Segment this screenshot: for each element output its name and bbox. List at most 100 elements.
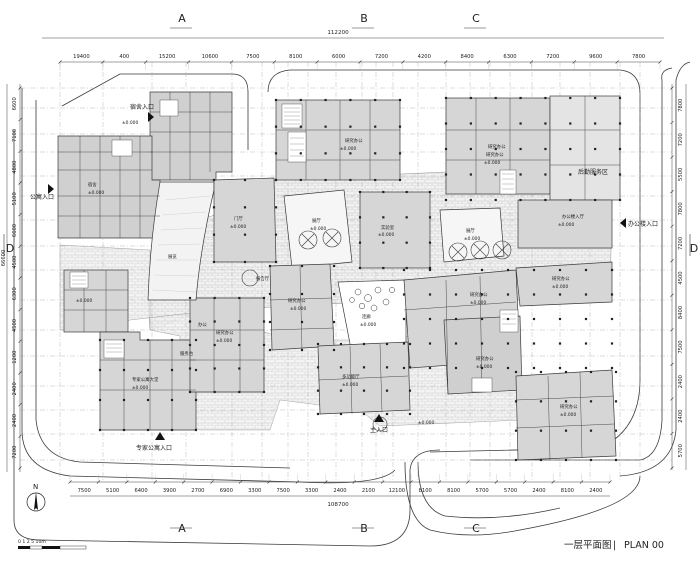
elevation-mark: ±0.000 [132, 385, 148, 391]
room-label: 研究办公 [552, 275, 570, 282]
elevation-mark: ±0.000 [76, 298, 92, 304]
dimension-label: 12100 [389, 488, 406, 494]
dimension-ticks [18, 60, 674, 484]
room-label: 研究办公 [476, 355, 494, 362]
dimension-label: 5100 [12, 192, 18, 205]
room-label: 宿舍 [88, 181, 97, 188]
dimension-label: 6600 [12, 224, 18, 237]
elevation-mark: ±0.000 [464, 236, 480, 242]
room-label: 多功能厅 [342, 373, 360, 380]
room-label: 办公楼入厅 [562, 213, 585, 220]
dimension-label: 19400 [73, 54, 90, 60]
dimension-label: 7200 [546, 54, 559, 60]
elevation-mark: ±0.000 [560, 412, 576, 418]
room-label: 展厅 [466, 228, 475, 234]
dimension-lines [6, 37, 687, 497]
dimension-label: 7200 [12, 446, 18, 459]
room-label: 研究办公 [345, 137, 363, 144]
dimension-label: 6300 [12, 287, 18, 300]
room-label: 报告厅 [256, 275, 270, 282]
room-label: 展览 [168, 253, 177, 260]
dimension-label: 7200 [375, 54, 388, 60]
elevation-mark: ±0.000 [340, 146, 356, 152]
room-label: 研究办公 [470, 291, 488, 298]
axis-label-d-left: D [6, 242, 14, 255]
room-label: 连廊 [362, 313, 371, 320]
dimension-label: 2400 [12, 414, 18, 427]
interior-walls [58, 92, 620, 461]
elevation-mark: ±0.000 [360, 322, 376, 328]
dimension-label: 7500 [277, 488, 290, 494]
axis-marker-lines [3, 27, 691, 529]
dimension-label: 8400 [461, 54, 474, 60]
dimension-label: 6300 [503, 54, 516, 60]
dimension-label: 7200 [678, 133, 684, 146]
elevation-marks: ±0.000 ±0.000 ±0.000 ±0.000 ±0.000 ±0.00… [76, 120, 576, 426]
pavilion-hatch [151, 195, 211, 293]
entrance-arrows [48, 112, 626, 440]
axis-label-b-bottom: B [360, 522, 368, 535]
dimension-label: 7800 [678, 99, 684, 112]
elevation-mark: ±0.000 [418, 420, 434, 426]
elevation-mark: ±0.000 [216, 338, 232, 344]
room-label: 展厅 [312, 218, 321, 224]
room-label: 研究办公 [216, 329, 234, 336]
road-curves [404, 461, 641, 536]
dorm-entrance-arrow [148, 112, 154, 122]
north-label: N [33, 483, 38, 491]
elevation-mark: ±0.000 [290, 306, 306, 312]
drawing-title: 一层平面图 [564, 540, 612, 551]
dimension-label: 7500 [246, 54, 259, 60]
dimension-label: 8100 [419, 488, 432, 494]
dimension-label: 3300 [248, 488, 261, 494]
dimension-label: 2400 [532, 488, 545, 494]
elevation-mark: ±0.000 [378, 232, 394, 238]
overall-dimension-left: 66600 [1, 250, 7, 267]
dimension-label: 5700 [504, 488, 517, 494]
elevation-mark: ±0.000 [342, 382, 358, 388]
room-label: 服务台 [180, 350, 194, 357]
expert-entrance-arrow [155, 432, 165, 440]
axis-label-d-right: D [690, 242, 698, 255]
dimension-label: 8100 [289, 54, 302, 60]
right-dimension-labels: 7800720055007800720045008400750024002400… [678, 99, 684, 458]
dimension-label: 3900 [163, 488, 176, 494]
logistics-zone-label: 后勤服务区 [578, 168, 608, 176]
overall-dimension-bottom: 108700 [327, 502, 349, 508]
dimension-label: 4500 [678, 271, 684, 284]
elevation-mark: ±0.000 [470, 300, 486, 306]
expert-entrance-label: 专家公寓入口 [136, 444, 172, 452]
dimension-label: 2700 [191, 488, 204, 494]
title-separator: | [613, 540, 616, 551]
courtyard-trees [349, 286, 395, 312]
elevation-mark: ±0.000 [476, 364, 492, 370]
axis-label-b-top: B [360, 12, 368, 25]
elevation-mark: ±0.000 [484, 160, 500, 166]
axis-label-c-bottom: C [472, 522, 480, 535]
dimension-label: 5700 [476, 488, 489, 494]
axis-label-a-top: A [178, 12, 186, 25]
apartment-entrance-label: 公寓入口 [30, 193, 54, 201]
dimension-label: 400 [119, 54, 129, 60]
dimension-label: 2400 [589, 488, 602, 494]
overall-dimension-top: 112200 [327, 30, 349, 36]
left-dimension-labels: 6600710048005100660045006300450012002400… [12, 97, 18, 459]
elevation-mark: ±0.000 [230, 224, 246, 230]
dimension-label: 7500 [78, 488, 91, 494]
dimension-label: 6000 [332, 54, 345, 60]
dimension-label: 2400 [333, 488, 346, 494]
dimension-label: 7200 [678, 237, 684, 250]
room-label: 办公 [198, 321, 207, 328]
room-label: 研究办公 [288, 297, 306, 304]
stair-cores [69, 99, 519, 393]
dimension-label: 1200 [12, 351, 18, 364]
dimension-label: 4800 [12, 161, 18, 174]
dimension-label: 5100 [106, 488, 119, 494]
main-entrance-arrow [374, 414, 384, 422]
dimension-label: 2400 [678, 375, 684, 388]
dimension-label: 15200 [159, 54, 176, 60]
room-label: 实验室 [381, 224, 395, 231]
north-arrow-needle [34, 492, 38, 510]
